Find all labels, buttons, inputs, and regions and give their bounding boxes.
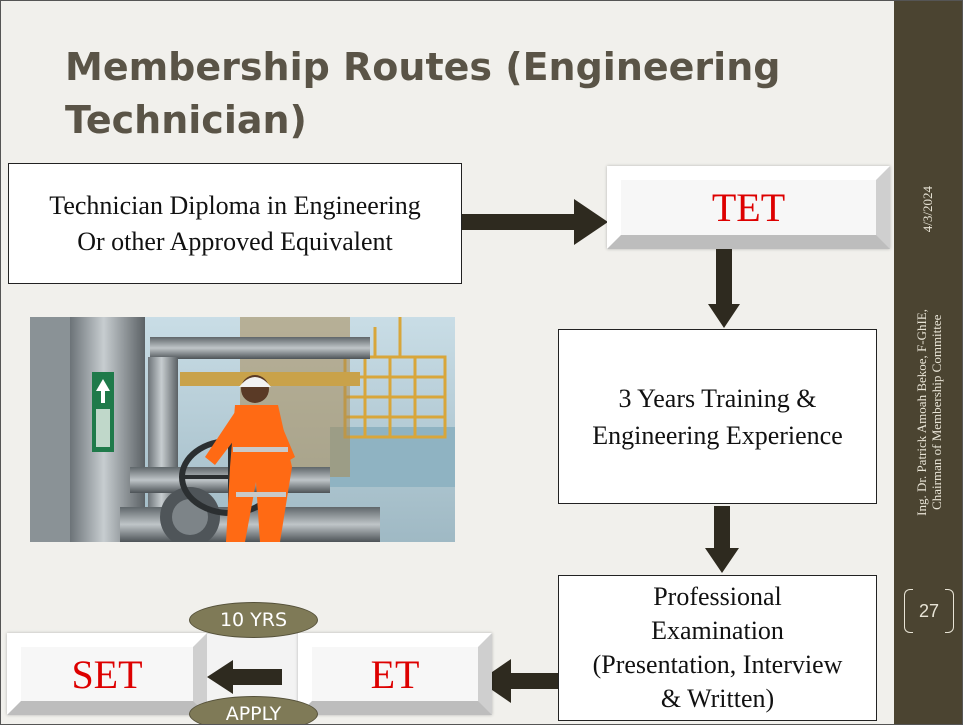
slide-sidebar [894, 1, 962, 724]
training-line-1: 3 Years Training & [618, 383, 817, 413]
et-label: ET [370, 651, 420, 697]
training-box: 3 Years Training & Engineering Experienc… [558, 329, 877, 504]
slide-title: Membership Routes (Engineering Technicia… [65, 45, 781, 142]
arrow-down-icon [705, 506, 739, 573]
arrow-down-icon [708, 249, 740, 328]
apply-label: APPLY [225, 703, 282, 725]
exam-box: Professional Examination (Presentation, … [558, 575, 877, 721]
exam-line-4: & Written) [660, 684, 775, 713]
ten-years-label: 10 YRS [219, 609, 288, 631]
arrow-left-icon [479, 659, 558, 703]
arrow-left-icon [207, 660, 282, 694]
exam-line-3: (Presentation, Interview [592, 650, 843, 679]
training-line-2: Engineering Experience [592, 420, 843, 450]
set-label: SET [71, 651, 143, 697]
exam-line-1: Professional [653, 582, 782, 611]
page-number: 27 [904, 589, 954, 633]
diploma-line-2: Or other Approved Equivalent [77, 226, 393, 256]
engineer-photo [30, 317, 455, 542]
et-box: ET [298, 633, 492, 715]
arrow-right-icon [462, 199, 608, 245]
slide-author: Ing. Dr. Patrick Amoah Bekoe, F-GhIE, Ch… [914, 309, 944, 516]
tet-box: TET [607, 166, 890, 249]
author-line-2: Chairman of Membership Committee [929, 314, 944, 511]
apply-pill: APPLY [189, 696, 318, 725]
exam-line-2: Examination [651, 616, 784, 645]
tet-label: TET [711, 185, 786, 230]
diploma-box: Technician Diploma in Engineering Or oth… [8, 163, 462, 284]
set-box: SET [7, 633, 207, 715]
page-number-value: 27 [918, 600, 940, 621]
author-line-1: Ing. Dr. Patrick Amoah Bekoe, F-GhIE, [914, 309, 929, 516]
slide-date: 4/3/2024 [920, 186, 935, 233]
diploma-line-1: Technician Diploma in Engineering [49, 190, 421, 220]
ten-years-pill: 10 YRS [189, 602, 318, 638]
